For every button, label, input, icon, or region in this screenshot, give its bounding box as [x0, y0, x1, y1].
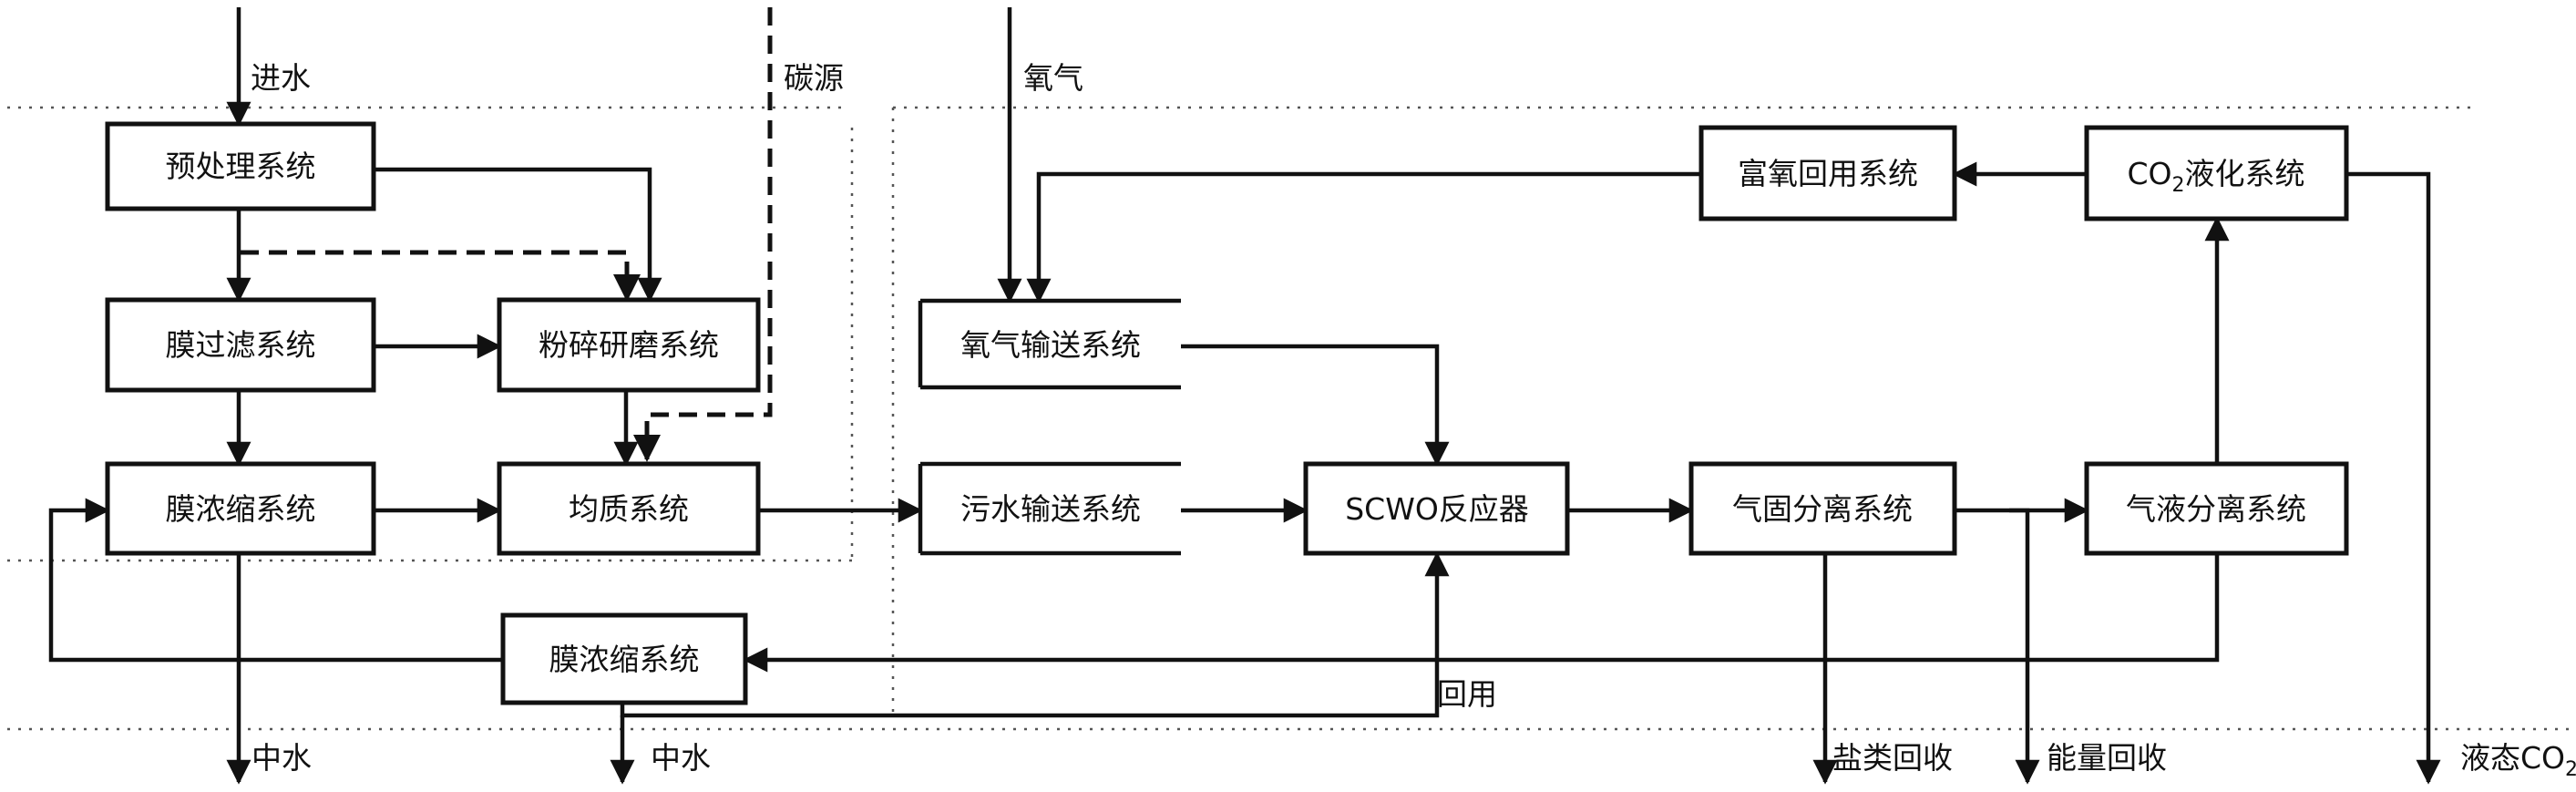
box-scwo-reactor: SCWO反应器 — [1303, 461, 1570, 556]
box-membrane-concentration-2-label: 膜浓缩系统 — [549, 642, 700, 677]
box-homogenization-label: 均质系统 — [569, 491, 689, 527]
box-membrane-filtration: 膜过滤系统 — [105, 297, 376, 393]
liquid-co2-subscript: 2 — [2565, 758, 2576, 781]
label-energy-recovery: 能量回收 — [2047, 740, 2167, 776]
liquid-co2-prefix: 液态CO — [2460, 740, 2565, 776]
label-reclaimed-water-2: 中水 — [651, 740, 711, 776]
box-gas-liquid-separation-label: 气液分离系统 — [2126, 491, 2306, 527]
box-membrane-concentration: 膜浓缩系统 — [105, 461, 376, 556]
box-crushing-grinding-label: 粉碎研磨系统 — [539, 327, 719, 363]
carbon-source-dashed-lines — [241, 7, 773, 462]
box-co2-liquefaction-label: CO2液化系统 — [2127, 156, 2304, 197]
annotations: 进水 碳源 氧气 回用 中水 中水 盐类回收 能量回收 液态CO2 — [251, 60, 2576, 781]
box-oxygen-delivery-label: 氧气输送系统 — [960, 327, 1141, 363]
box-co2-liquefaction: CO2液化系统 — [2084, 125, 2349, 221]
label-reuse: 回用 — [1437, 676, 1497, 712]
label-water-inlet: 进水 — [251, 60, 311, 96]
co2-prefix: CO — [2127, 156, 2171, 191]
box-homogenization: 均质系统 — [497, 461, 761, 556]
label-liquid-co2: 液态CO2 — [2460, 740, 2576, 781]
label-carbon-source: 碳源 — [784, 60, 844, 96]
box-gas-solid-separation: 气固分离系统 — [1688, 461, 1957, 556]
box-sewage-delivery: 污水输送系统 — [918, 461, 1181, 556]
box-oxygen-delivery: 氧气输送系统 — [918, 298, 1181, 390]
region-boundaries — [7, 106, 2570, 731]
box-gas-liquid-separation: 气液分离系统 — [2084, 461, 2349, 556]
label-reclaimed-water-1: 中水 — [251, 740, 312, 776]
box-membrane-concentration-label: 膜浓缩系统 — [166, 491, 316, 527]
box-membrane-concentration-2: 膜浓缩系统 — [500, 612, 748, 705]
box-sewage-delivery-label: 污水输送系统 — [960, 491, 1141, 527]
co2-subscript: 2 — [2172, 174, 2185, 197]
box-crushing-grinding: 粉碎研磨系统 — [497, 297, 761, 393]
flow-lines — [48, 7, 2441, 785]
label-oxygen: 氧气 — [1023, 60, 1083, 96]
box-gas-solid-separation-label: 气固分离系统 — [1732, 491, 1913, 527]
box-membrane-filtration-label: 膜过滤系统 — [166, 327, 316, 363]
label-salt-recovery: 盐类回收 — [1832, 740, 1953, 776]
box-pretreatment-label: 预处理系统 — [166, 149, 316, 184]
box-pretreatment: 预处理系统 — [105, 121, 376, 211]
co2-suffix: 液化系统 — [2185, 156, 2305, 191]
box-oxygen-reuse-label: 富氧回用系统 — [1738, 156, 1918, 191]
box-oxygen-reuse: 富氧回用系统 — [1699, 125, 1957, 221]
box-scwo-reactor-label: SCWO反应器 — [1345, 491, 1529, 527]
